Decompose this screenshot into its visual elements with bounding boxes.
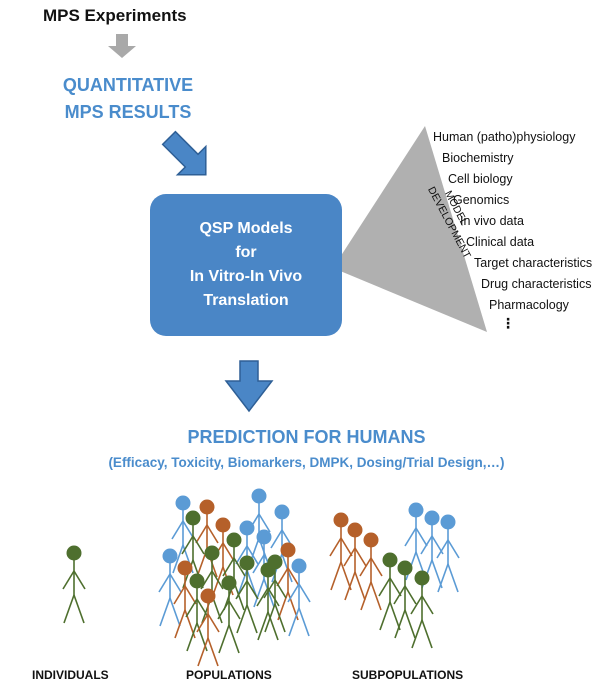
input-item: Genomics xyxy=(453,193,510,207)
person-figure xyxy=(62,545,86,624)
person-figure xyxy=(185,573,209,652)
model-development-triangle xyxy=(333,126,487,332)
input-item: Target characteristics xyxy=(474,256,593,270)
quantitative-line-1: QUANTITATIVE xyxy=(62,75,194,95)
qsp-line-4: Translation xyxy=(203,292,289,309)
person-figure xyxy=(276,542,300,621)
person-figure xyxy=(436,514,460,593)
person-figure xyxy=(378,552,402,631)
person-figure xyxy=(410,570,434,649)
input-item: Drug characteristics xyxy=(481,277,592,291)
person-figure xyxy=(158,548,182,627)
more-inputs-ellipsis: ⋮ xyxy=(501,315,515,331)
person-figure xyxy=(359,532,383,611)
prediction-title: PREDICTION FOR HUMANS xyxy=(187,427,426,447)
people-figures xyxy=(62,488,460,667)
prediction-subtitle: (Efficacy, Toxicity, Biomarkers, DMPK, D… xyxy=(108,455,505,470)
qsp-models-box: QSP Models for In Vitro-In Vivo Translat… xyxy=(150,194,342,336)
input-item: Cell biology xyxy=(448,172,513,186)
caption-subpopulations: SUBPOPULATIONS xyxy=(352,668,464,682)
qsp-line-2: for xyxy=(235,244,257,261)
person-figure xyxy=(343,522,367,601)
person-figure xyxy=(287,558,311,637)
person-figure xyxy=(196,588,220,667)
quantitative-line-2: MPS RESULTS xyxy=(64,102,192,122)
person-figure xyxy=(393,560,417,639)
input-item: Clinical data xyxy=(466,235,535,249)
person-figure xyxy=(217,575,241,654)
person-figure xyxy=(329,512,353,591)
quantitative-results-heading: QUANTITATIVE MPS RESULTS xyxy=(28,72,228,126)
input-item: In vivo data xyxy=(460,214,524,228)
arrow-down-gray xyxy=(108,34,136,58)
person-figure xyxy=(263,554,287,633)
person-figure xyxy=(235,555,259,634)
qsp-line-3: In Vitro-In Vivo xyxy=(189,268,303,285)
input-item: Human (patho)physiology xyxy=(433,130,576,144)
person-figure xyxy=(404,502,428,581)
input-item: Pharmacology xyxy=(489,298,569,312)
arrow-down-blue xyxy=(224,360,274,413)
person-figure xyxy=(222,532,246,611)
caption-individuals: INDIVIDUALS xyxy=(32,668,109,682)
mps-experiments-label: MPS Experiments xyxy=(43,6,187,25)
caption-populations: POPULATIONS xyxy=(186,668,272,682)
person-figure xyxy=(195,499,219,578)
arrow-diagonal-blue xyxy=(161,130,207,176)
qsp-line-1: QSP Models xyxy=(199,220,293,237)
input-item: Biochemistry xyxy=(442,151,514,165)
